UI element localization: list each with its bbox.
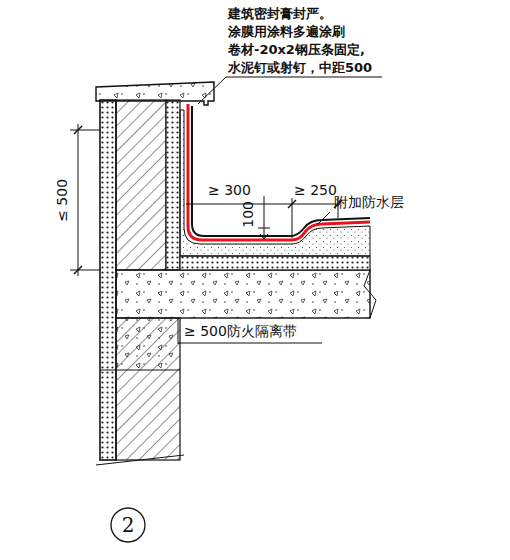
- dimension-label: 附加防水层: [334, 194, 404, 211]
- detail-number: 2: [110, 513, 146, 537]
- note-text: 水泥钉或射钉，中距500: [228, 60, 372, 76]
- detail-number-circle: 2: [110, 507, 146, 543]
- note-text: 涂膜用涂料多遍涂刷: [228, 24, 345, 40]
- dimension-label: ≥ 300: [208, 182, 251, 199]
- dimension-label: 100: [240, 201, 257, 228]
- dimension-label: ≤ 500: [54, 179, 71, 222]
- dimension-label: ≥ 500防火隔离带: [184, 323, 297, 340]
- dimension-label: ≥ 250: [294, 182, 337, 199]
- note-text: 建筑密封膏封严。: [228, 6, 332, 22]
- note-text: 卷材-20x2钢压条固定,: [228, 42, 365, 58]
- circle-shape: [111, 508, 145, 542]
